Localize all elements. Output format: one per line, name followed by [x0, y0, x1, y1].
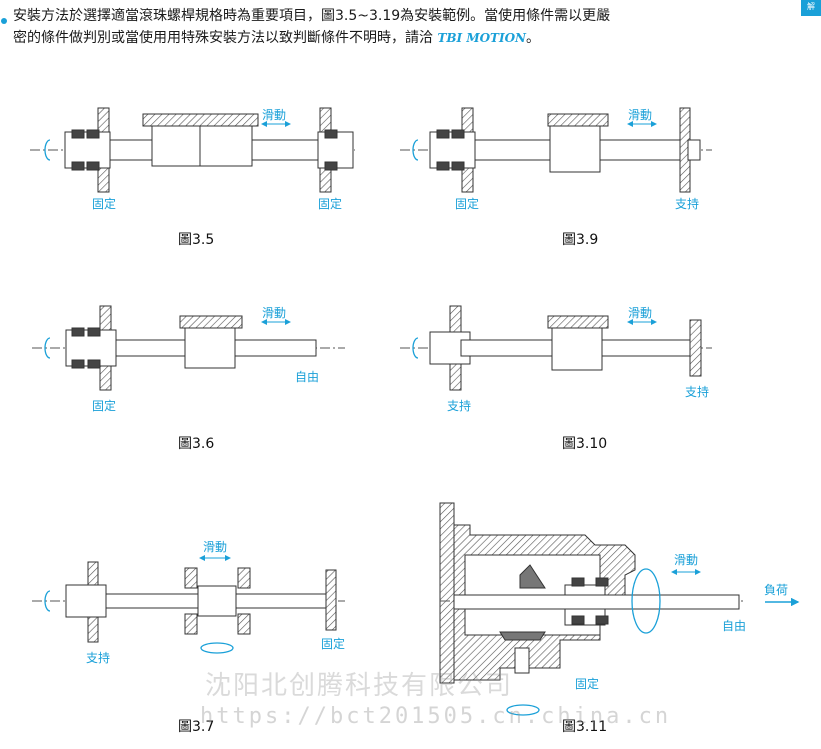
chapter-tab: 解	[801, 0, 821, 16]
rotation-arrow-icon	[200, 642, 234, 654]
watermark-url: https://bct201505.cn.china.cn	[200, 704, 672, 729]
label-slide: 滑動	[628, 108, 652, 122]
rotation-arrow-icon	[506, 704, 540, 716]
figure-3-11	[439, 502, 800, 716]
rotation-arrow-icon	[631, 568, 661, 634]
rotation-arrow-icon	[44, 337, 51, 359]
figure-3-5	[30, 107, 355, 193]
figure-caption: 圖3.6	[178, 436, 214, 452]
label-support: 支持	[86, 650, 110, 665]
chapter-tab-label: 解	[807, 2, 815, 11]
intro-line-2-text: 密的條件做判別或當使用用特殊安裝方法以致判斷條件不明時，請洽	[13, 30, 438, 46]
label-fixed: 固定	[92, 398, 116, 413]
label-fixed: 固定	[575, 676, 599, 691]
label-fixed: 固定	[318, 196, 342, 211]
figure-caption: 圖3.9	[562, 232, 598, 248]
label-slide: 滑動	[203, 540, 227, 554]
label-free: 自由	[295, 370, 319, 384]
label-slide: 滑動	[262, 306, 286, 320]
label-fixed: 固定	[92, 196, 116, 211]
label-free: 自由	[722, 619, 746, 633]
intro-line-1: 安裝方法於選擇適當滾珠螺桿規格時為重要項目，圖3.5~3.19為安裝範例。當使用…	[13, 8, 611, 24]
rotation-arrow-icon	[412, 337, 419, 359]
figure-caption: 圖3.11	[562, 719, 607, 735]
watermark-company: 沈阳北创腾科技有限公司	[205, 671, 514, 701]
rotation-arrow-icon	[44, 590, 51, 612]
label-fixed: 固定	[455, 196, 479, 211]
rotation-arrow-icon	[412, 139, 419, 161]
label-fixed: 固定	[321, 636, 345, 651]
label-support: 支持	[685, 384, 709, 399]
figure-3-6	[32, 305, 345, 391]
label-slide: 滑動	[262, 108, 286, 122]
figure-3-10	[400, 305, 712, 391]
figure-3-7	[32, 555, 345, 654]
intro-line-2-end: 。	[526, 30, 541, 46]
rotation-arrow-icon	[44, 139, 51, 161]
figure-caption: 圖3.7	[178, 719, 214, 735]
label-slide: 滑動	[674, 553, 698, 567]
figure-3-9	[400, 107, 712, 193]
figure-caption: 圖3.5	[178, 232, 214, 248]
label-support: 支持	[675, 196, 699, 211]
bullet-dot	[1, 18, 7, 24]
label-support: 支持	[447, 398, 471, 413]
label-load: 負荷	[764, 583, 788, 597]
figure-caption: 圖3.10	[562, 436, 607, 452]
label-slide: 滑動	[628, 306, 652, 320]
brand-name: TBI MOTION	[437, 31, 527, 45]
intro-line-2: 密的條件做判別或當使用用特殊安裝方法以致判斷條件不明時，請洽 TBI MOTIO…	[13, 28, 540, 49]
